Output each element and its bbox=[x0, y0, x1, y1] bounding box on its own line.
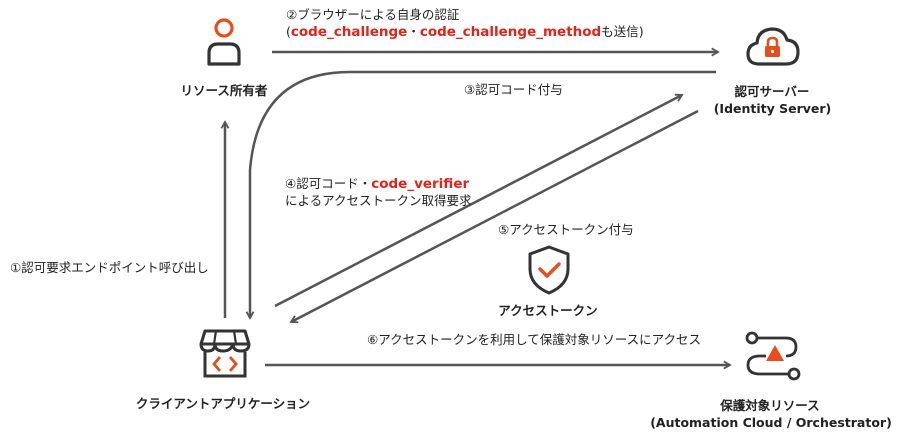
step3-label: ③認可コード付与 bbox=[464, 82, 563, 97]
step2-label-line2: (code_challenge・code_challenge_methodも送信… bbox=[286, 24, 644, 40]
arrow-step4 bbox=[274, 95, 682, 308]
step2-label-line1: ②ブラウザーによる自身の認証 bbox=[286, 7, 460, 22]
step2-open-paren: ( bbox=[286, 24, 291, 39]
step4-label-line1: ④認可コード・code_verifier bbox=[285, 176, 469, 192]
access-token-label: アクセストークン bbox=[498, 303, 598, 318]
arrow-step5 bbox=[291, 109, 699, 322]
auth-server-label: 認可サーバー bbox=[734, 84, 810, 99]
step2-separator: ・ bbox=[407, 24, 420, 39]
step5-label: ⑤アクセストークン付与 bbox=[498, 222, 634, 237]
step4-label-line2: によるアクセストークン取得要求 bbox=[285, 193, 472, 208]
storefront-code-icon bbox=[199, 329, 251, 378]
auth-server-sublabel: (Identity Server) bbox=[713, 101, 832, 116]
person-icon bbox=[207, 18, 241, 66]
arrow-step3 bbox=[250, 70, 716, 318]
step1-label: ①認可要求エンドポイント呼び出し bbox=[10, 260, 209, 275]
step4-code-verifier: code_verifier bbox=[371, 176, 470, 192]
protected-resource-sublabel: (Automation Cloud / Orchestrator) bbox=[650, 415, 892, 430]
cloud-lock-icon bbox=[746, 27, 800, 66]
step6-label: ⑥アクセストークンを利用して保護対象リソースにアクセス bbox=[367, 332, 701, 347]
step4-prefix: ④認可コード・ bbox=[285, 176, 372, 191]
client-app-label: クライアントアプリケーション bbox=[135, 396, 311, 411]
route-icon bbox=[745, 331, 801, 381]
resource-owner-label: リソース所有者 bbox=[180, 83, 268, 98]
step2-code-challenge: code_challenge bbox=[290, 24, 408, 40]
shield-check-icon bbox=[528, 245, 570, 295]
protected-resource-label: 保護対象リソース bbox=[720, 398, 820, 413]
step2-rest: も送信) bbox=[601, 24, 644, 39]
step2-code-challenge-method: code_challenge_method bbox=[419, 24, 602, 40]
